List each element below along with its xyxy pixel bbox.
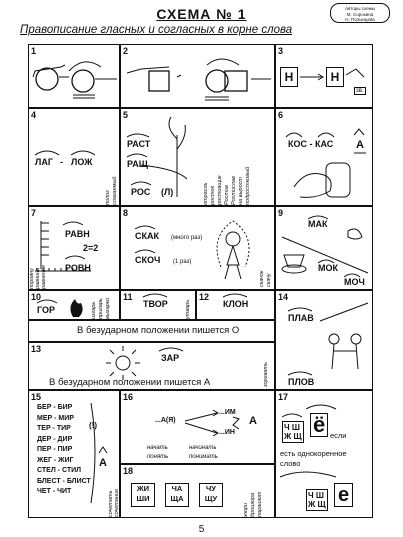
page-number: 5 — [198, 524, 205, 535]
rule-o: В безударном положении пишется О — [28, 320, 275, 342]
root-tvor: ТВОР — [143, 299, 168, 309]
letter-yo: ё — [310, 413, 329, 437]
root-zar: ЗАР — [161, 353, 180, 363]
root-lag: ЛАГ — [35, 157, 53, 167]
cell-14: 14 ПЛАВ ПЛОВ — [275, 290, 373, 390]
cell-4: 4 ЛАГ - ЛОЖ полог слагаемый — [28, 108, 120, 206]
root-mok: МОК — [318, 263, 338, 273]
letter-e: е — [334, 483, 354, 507]
cell-12: 12 КЛОН — [196, 290, 275, 320]
authors-badge: Авторы схемы М. Сорокина Н. Полынцева — [330, 3, 390, 23]
fire-icon — [36, 299, 83, 317]
hand-touch-icon — [285, 128, 366, 198]
jumping-girl-icon — [134, 220, 250, 280]
cell-8: 8 СКАК (много раз) СКОЧ (1 раз) скачок с… — [120, 206, 275, 290]
root-rasch: РАЩ — [127, 159, 148, 169]
cell-3: 3 Н Н зв. — [275, 44, 373, 108]
dipping-bread-icon — [281, 215, 369, 278]
root-gor: ГОР — [37, 305, 55, 315]
cell-1: 1 — [28, 44, 120, 108]
hissing-letters-box-2: Ч Ш Ж Щ — [306, 489, 328, 511]
root-lozh: ЛОЖ — [71, 157, 93, 167]
root-skoch: СКОЧ — [135, 255, 161, 265]
root-moch: МОЧ — [344, 277, 365, 287]
root-ros: РОС — [131, 187, 151, 197]
letter-box-b: Н — [326, 67, 344, 87]
scheme-title: СХЕМА № 1 — [156, 6, 247, 22]
cell-5: 5 РАСТ РАЩ РОС (Л) отрасль росток ростов… — [120, 108, 275, 206]
root-skak: СКАК — [135, 231, 159, 241]
cell-11: 11 ТВОР утварь — [120, 290, 196, 320]
cell-16: 16 ...А(Я) ...ИМ ...ИН А начать начинать… — [120, 390, 275, 464]
swimmers-icon — [287, 302, 369, 376]
root-mak: МАК — [308, 219, 328, 229]
cell-9: 9 МАК МОК МОЧ — [275, 206, 373, 290]
cell-7: 7 РАВН 2=2 РОВН поровну равнина равнение — [28, 206, 120, 290]
voiced-badge: зв. — [354, 87, 366, 95]
root-pairs-list: БЕР - БИР МЕР - МИР ТЕР - ТИР ДЕР - ДИР … — [37, 404, 91, 495]
cell-10: 10 ГОР изгарь пригарь выгарки — [28, 290, 120, 320]
root-klon: КЛОН — [223, 299, 249, 309]
root-rast: РАСТ — [127, 139, 151, 149]
hissing-letters-box: Ч Ш Ж Щ — [282, 421, 304, 443]
cell-17: 17 Ч Ш Ж Щ ё если есть однокоренное слов… — [275, 390, 373, 518]
root-plov: ПЛОВ — [288, 377, 315, 387]
scheme-subtitle: Правописание гласных и согласных в корне… — [20, 24, 293, 36]
arrow-diagram — [300, 68, 365, 81]
scale-icon — [35, 221, 91, 272]
cell-2: 2 — [120, 44, 275, 108]
sprout-icon — [126, 116, 188, 197]
root-plav: ПЛАВ — [288, 313, 314, 323]
root-rovn: РОВН — [65, 263, 91, 273]
squares-diagram — [126, 58, 271, 101]
cell-6: 6 КОС - КАС А — [275, 108, 373, 206]
root-ravn: РАВН — [65, 229, 90, 239]
sun-icon — [106, 346, 184, 380]
cell-13: 13 ЗАР В безударном положении пишется А … — [28, 342, 275, 390]
cell-15: 15 БЕР - БИР МЕР - МИР ТЕР - ТИР ДЕР - Д… — [28, 390, 120, 518]
letter-box-a: Н — [280, 67, 298, 87]
circles-diagram — [32, 61, 117, 99]
root-kos-kas: КОС - КАС — [288, 139, 334, 149]
